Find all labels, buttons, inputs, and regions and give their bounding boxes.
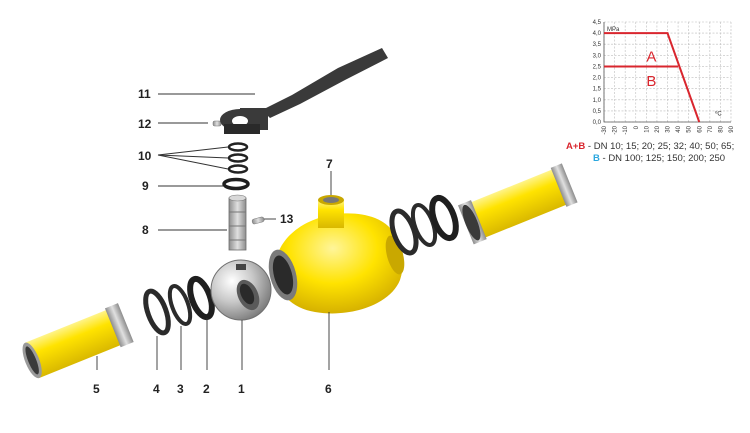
y-tick-label: 1,0 bbox=[593, 98, 602, 104]
legend-code-ab: A+B bbox=[566, 141, 586, 152]
seal-ring-4 bbox=[143, 288, 171, 336]
legend-row-ab: A+B - DN 10; 15; 20; 25; 32; 40; 50; 65; bbox=[566, 141, 748, 153]
legend-code-b: B bbox=[593, 153, 600, 164]
valve-ball bbox=[210, 259, 272, 321]
chart-axes bbox=[603, 22, 731, 123]
right-pipe bbox=[457, 163, 578, 245]
callout-numbers: 11 12 10 9 8 13 7 5 4 3 2 1 6 bbox=[93, 87, 333, 396]
x-tick-label: 70 bbox=[708, 125, 714, 132]
y-tick-label: 4,0 bbox=[593, 31, 602, 37]
region-label-b: B bbox=[646, 73, 656, 90]
y-tick-label: 2,0 bbox=[593, 76, 602, 82]
seal-ring-3 bbox=[167, 284, 193, 326]
x-tick-label: 20 bbox=[655, 125, 661, 132]
y-tick-label: 0,0 bbox=[593, 120, 602, 126]
callout-7: 7 bbox=[326, 157, 333, 171]
callout-13: 13 bbox=[280, 212, 294, 226]
y-tick-label: 2,5 bbox=[593, 64, 602, 70]
callout-5: 5 bbox=[93, 382, 100, 396]
valve-body bbox=[268, 213, 405, 314]
callout-2: 2 bbox=[203, 382, 210, 396]
callout-11: 11 bbox=[138, 87, 151, 101]
x-tick-label: -10 bbox=[623, 125, 629, 134]
callout-12: 12 bbox=[138, 117, 152, 131]
series-line-a bbox=[604, 32, 701, 123]
handle bbox=[220, 48, 388, 134]
region-label-a: A bbox=[646, 48, 656, 65]
y-tick-label: 0,5 bbox=[593, 109, 602, 115]
screw bbox=[212, 120, 222, 127]
x-tick-label: 90 bbox=[729, 125, 735, 132]
stem bbox=[228, 194, 247, 251]
x-tick-label: 80 bbox=[718, 125, 724, 132]
x-tick-label: 50 bbox=[687, 125, 693, 132]
legend-text-ab: - DN 10; 15; 20; 25; 32; 40; 50; 65; bbox=[585, 141, 735, 152]
callout-3: 3 bbox=[177, 382, 184, 396]
seal-ring-2 bbox=[187, 275, 215, 321]
x-tick-label: -20 bbox=[613, 125, 619, 134]
stem-neck bbox=[318, 195, 344, 228]
chart-series bbox=[604, 32, 701, 123]
x-tick-label: -30 bbox=[602, 125, 608, 134]
callout-1: 1 bbox=[238, 382, 245, 396]
o-ring-9 bbox=[222, 177, 250, 191]
callout-8: 8 bbox=[142, 223, 149, 237]
callout-6: 6 bbox=[325, 382, 332, 396]
y-tick-label: 3,0 bbox=[593, 53, 602, 59]
legend-text-b: - DN 100; 125; 150; 200; 250 bbox=[599, 153, 726, 164]
y-tick-label: 3,5 bbox=[593, 42, 602, 48]
y-unit-label: MPa bbox=[607, 27, 620, 33]
dn-legend: A+B - DN 10; 15; 20; 25; 32; 40; 50; 65;… bbox=[566, 141, 748, 165]
right-seal-rings bbox=[389, 194, 459, 256]
y-tick-label: 4,5 bbox=[593, 20, 602, 26]
x-tick-label: 0 bbox=[634, 125, 640, 129]
leader-lines bbox=[96, 93, 332, 370]
x-unit-label: ºC bbox=[715, 110, 722, 117]
o-rings-10 bbox=[227, 142, 249, 174]
chart-x-ticks: -30 -20 -10 0 10 20 30 40 50 60 70 80 90 bbox=[602, 125, 735, 134]
left-pipe bbox=[22, 303, 134, 379]
legend-row-b: B - DN 100; 125; 150; 200; 250 bbox=[566, 153, 748, 165]
x-tick-label: 10 bbox=[644, 125, 650, 132]
pressure-temperature-chart: 0,0 0,5 1,0 1,5 2,0 2,5 3,0 3,5 4,0 4,5 -30 -20 -10… bbox=[593, 20, 735, 135]
callout-4: 4 bbox=[153, 382, 160, 396]
callout-10: 10 bbox=[138, 149, 152, 163]
chart-grid bbox=[603, 21, 732, 123]
x-tick-label: 40 bbox=[676, 125, 682, 132]
pin bbox=[251, 216, 265, 225]
x-tick-label: 60 bbox=[697, 125, 703, 132]
callout-9: 9 bbox=[142, 179, 149, 193]
x-tick-label: 30 bbox=[666, 125, 672, 132]
chart-y-ticks: 0,0 0,5 1,0 1,5 2,0 2,5 3,0 3,5 4,0 4,5 bbox=[593, 20, 602, 126]
y-tick-label: 1,5 bbox=[593, 87, 602, 93]
